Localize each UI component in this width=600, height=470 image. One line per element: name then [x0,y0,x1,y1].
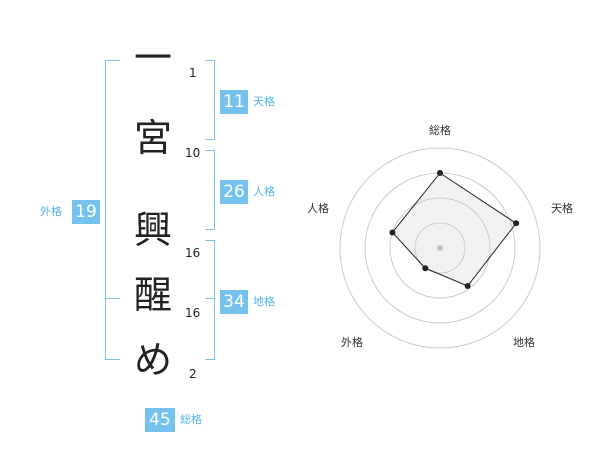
jinkaku-badge: 26 [220,180,248,204]
tenkaku-badge: 11 [220,90,248,114]
radar-label-tenkaku: 天格 [551,202,573,215]
soukaku-badge: 45 [145,408,175,432]
gaikaku-bracket [105,60,120,360]
jinkaku-bracket [205,150,215,230]
radar-point [422,265,429,272]
stroke-count-2: 10 [185,146,201,160]
radar-ring [414,222,466,274]
radar-point [513,220,520,227]
chikaku-badge: 34 [220,290,248,314]
radar-center [437,245,443,251]
jinkaku-label: 人格 [253,185,275,198]
radar-point [464,283,471,289]
radar-label-gaikaku: 外格 [341,336,363,349]
chikaku-bracket-tick [205,298,215,299]
stroke-count-3: 16 [185,246,201,260]
radar-point [389,229,396,236]
name-char-1: 一 [133,36,172,80]
radar-label-chikaku: 地格 [513,336,535,349]
name-char-5: め [133,338,172,382]
stroke-count-1: 1 [189,66,197,80]
soukaku-label: 総格 [180,413,202,426]
stroke-count-5: 2 [189,367,197,381]
radar-area [391,172,517,287]
name-char-4: 醒 [133,273,172,317]
gaikaku-badge: 19 [72,200,100,224]
gaikaku-bracket-tick [105,298,120,299]
name-char-2: 宮 [133,116,172,160]
radar-label-jinkaku: 人格 [307,202,329,215]
radar-points [389,170,520,289]
radar-ring [389,197,491,299]
name-char-3: 興 [133,208,172,252]
chikaku-label: 地格 [253,295,275,308]
chikaku-bracket [205,240,215,360]
radar-point [437,170,443,176]
stroke-count-4: 16 [185,306,201,320]
tenkaku-bracket [205,60,215,140]
radar-label-soukaku: 総格 [429,124,451,137]
gaikaku-label: 外格 [40,205,62,218]
radar-ring [339,147,541,349]
tenkaku-label: 天格 [253,95,275,108]
